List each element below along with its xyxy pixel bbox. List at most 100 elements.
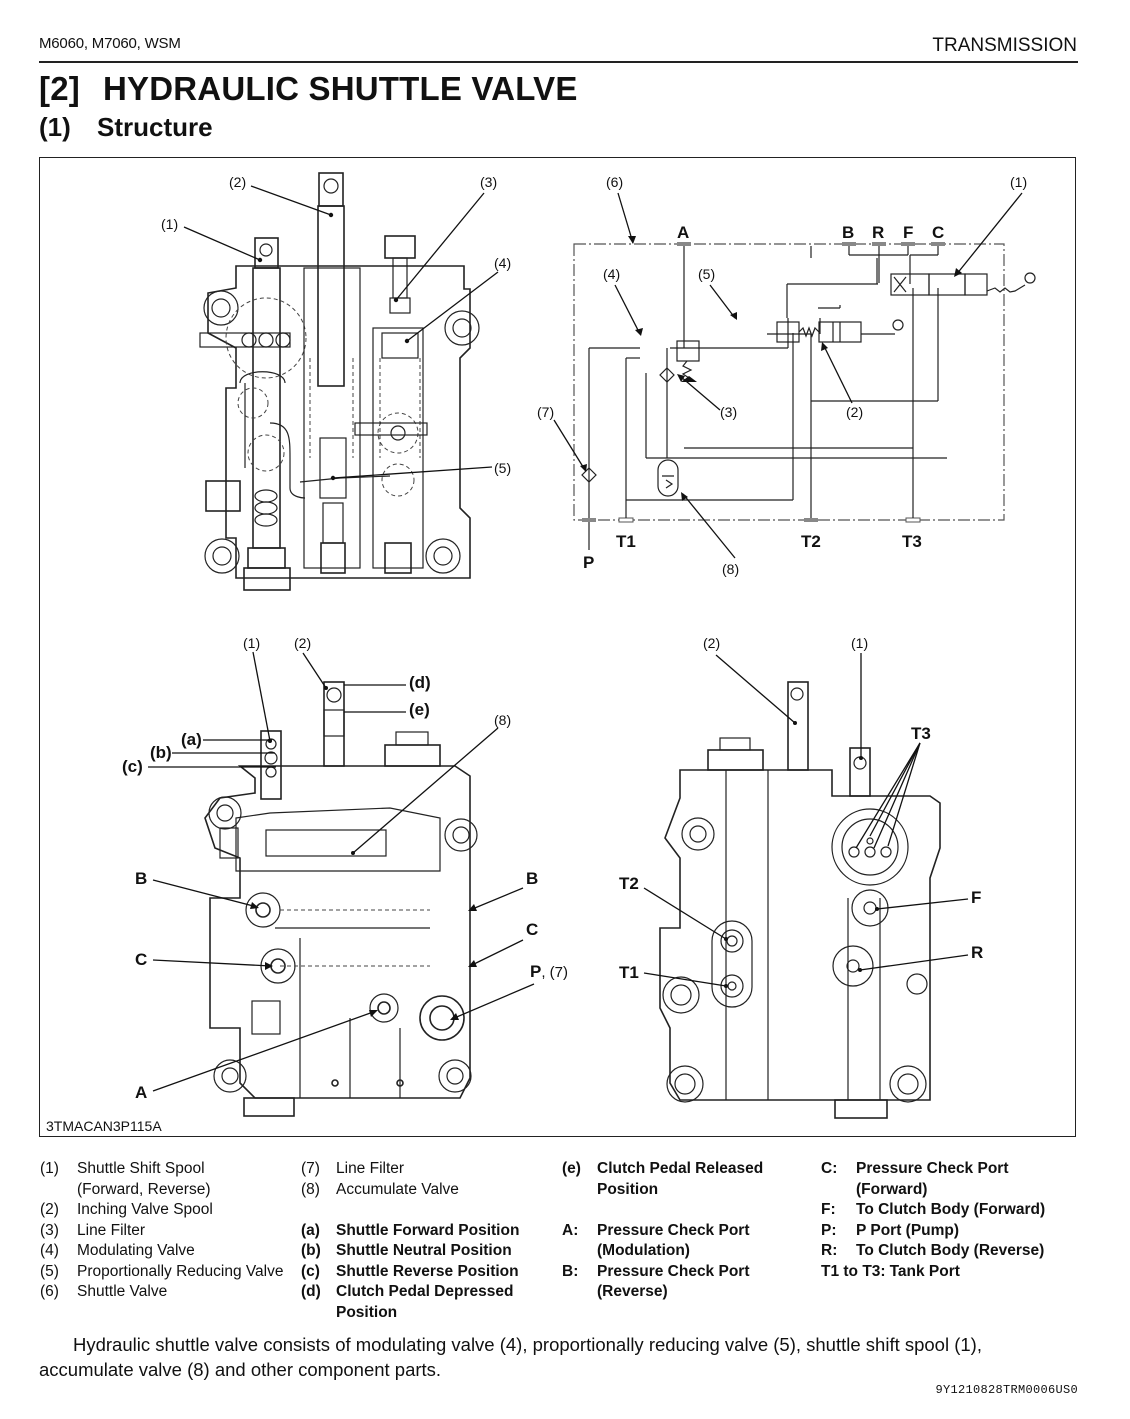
front-port-c-right: C (526, 920, 538, 939)
callout-6: (6) (606, 174, 623, 190)
front-callout-1: (1) (243, 635, 260, 651)
port-label-p: P (583, 553, 594, 572)
position-a-label: (a) (181, 730, 202, 749)
callout-5: (5) (494, 460, 511, 476)
section-title: (1)Structure (39, 112, 213, 143)
page-title-text: HYDRAULIC SHUTTLE VALVE (103, 70, 578, 107)
legend-column-3: (e)Clutch Pedal Released Position A:Pres… (562, 1159, 763, 1303)
legend-item: (4)Modulating Valve (40, 1242, 195, 1259)
front-view: (a) (b) (c) (d) (e) (1) (2) (8) B B C C … (122, 635, 568, 1117)
plug-nut (243, 567, 291, 591)
legend-item: A:Pressure Check Port (562, 1221, 750, 1239)
side-port-f: F (971, 888, 981, 907)
modulating-valve (381, 332, 419, 359)
mounting-hole (452, 318, 472, 338)
callout-schematic-7: (7) (537, 404, 554, 420)
side-port-t2: T2 (619, 874, 639, 893)
clevis-hole (259, 243, 273, 257)
mounting-hole (433, 546, 453, 566)
legend-column-4: C:Pressure Check Port (Forward) F:To Clu… (821, 1159, 1045, 1282)
callout-2: (2) (229, 174, 246, 190)
side-view: (2) (1) T3 T2 T1 F R (619, 635, 983, 1119)
side-port-t3: T3 (911, 724, 931, 743)
legend-item: (d)Clutch Pedal Depressed (301, 1283, 514, 1300)
port-label-f: F (903, 223, 913, 242)
mounting-boss (203, 290, 239, 326)
structure-figure: (1) (2) (3) (4) (5) A B R F C P T1 T2 T3 (39, 157, 1076, 1137)
legend-item: (2)Inching Valve Spool (40, 1201, 213, 1218)
mounting-boss (425, 538, 461, 574)
inching-spool-tab-side (787, 681, 809, 771)
legend-item: T1 to T3:Tank Port (821, 1262, 960, 1280)
mounting-hole (211, 298, 231, 318)
legend-column-1: (1)Shuttle Shift Spool (Forward, Reverse… (40, 1159, 284, 1303)
legend-item: (3)Line Filter (40, 1221, 146, 1239)
port-label-b: B (842, 223, 854, 242)
port-r (872, 242, 886, 246)
callout-3: (3) (480, 174, 497, 190)
legend-item: (a)Shuttle Forward Position (301, 1221, 520, 1239)
reducing-spool (319, 437, 347, 499)
front-port-b-right: B (526, 869, 538, 888)
shift-spool-clevis (254, 237, 279, 269)
legend-item: (Forward, Reverse) (77, 1180, 211, 1198)
legend-column-2: (7)Line Filter (8)Accumulate Valve (a)Sh… (301, 1159, 519, 1323)
figure-code: 3TMACAN3P115A (46, 1118, 162, 1134)
figure-drawings: (1) (2) (3) (4) (5) A B R F C P T1 T2 T3 (122, 172, 1036, 1119)
line-filter (392, 257, 408, 299)
mounting-hole (212, 546, 232, 566)
shift-spool-tab-side (849, 747, 871, 797)
port-label-c: C (932, 223, 944, 242)
clevis-hole (323, 178, 339, 194)
sectional-callouts: (1) (2) (3) (4) (5) (161, 174, 511, 481)
port-label-r: R (872, 223, 884, 242)
position-c-label: (c) (122, 757, 143, 776)
header-section: TRANSMISSION (932, 35, 1077, 56)
legend-item: F:To Clutch Body (Forward) (821, 1201, 1046, 1218)
legend-item: (c)Shuttle Reverse Position (301, 1262, 519, 1280)
line-filter-symbol (659, 367, 675, 383)
mounting-boss (444, 310, 480, 346)
page-title-number: [2] (39, 70, 80, 107)
front-port-c-left: C (135, 950, 147, 969)
sectional-view (199, 172, 480, 591)
modulating-valve-symbol (676, 340, 700, 362)
legend-item (301, 1200, 519, 1221)
legend-item (562, 1200, 763, 1221)
port-c (931, 242, 945, 246)
inching-spool-clevis (318, 172, 344, 207)
port-label-a: A (677, 223, 689, 242)
front-port-a: A (135, 1083, 147, 1102)
accumulator-symbol (657, 459, 679, 497)
callout-schematic-3: (3) (720, 404, 737, 420)
t3-leaders (855, 742, 921, 849)
port-t2 (804, 518, 818, 522)
legend-item: (5)Proportionally Reducing Valve (40, 1262, 284, 1280)
legend-item: (b)Shuttle Neutral Position (301, 1242, 512, 1259)
position-d-label: (d) (409, 673, 431, 692)
callout-schematic-1: (1) (1010, 174, 1027, 190)
document-code: 9Y1210828TRM0006US0 (935, 1383, 1078, 1397)
header-divider (39, 61, 1078, 63)
shuttle-valve-boundary (573, 243, 1005, 521)
side-callout-2: (2) (703, 635, 720, 651)
detent-circle (225, 297, 307, 379)
line-filter-cap (384, 235, 416, 259)
legend-item: (8)Accumulate Valve (301, 1180, 459, 1198)
callout-schematic-5: (5) (698, 266, 715, 282)
legend-item: (Modulation) (597, 1242, 690, 1259)
front-port-p: P, (7) (530, 962, 568, 981)
port-label-t3: T3 (902, 532, 922, 551)
side-fitting (205, 480, 241, 512)
legend-item: R:To Clutch Body (Reverse) (821, 1242, 1045, 1259)
shift-spool-tab (260, 730, 282, 800)
position-b-label: (b) (150, 743, 172, 762)
plug (247, 547, 286, 569)
legend-item: C:Pressure Check Port (821, 1160, 1009, 1177)
legend-item: Position (336, 1303, 398, 1321)
legend-item: P:P Port (Pump) (821, 1221, 960, 1239)
inching-spool (317, 205, 345, 387)
port-p (582, 518, 596, 522)
page-title: [2] HYDRAULIC SHUTTLE VALVE (39, 70, 578, 108)
callout-schematic-2: (2) (846, 404, 863, 420)
